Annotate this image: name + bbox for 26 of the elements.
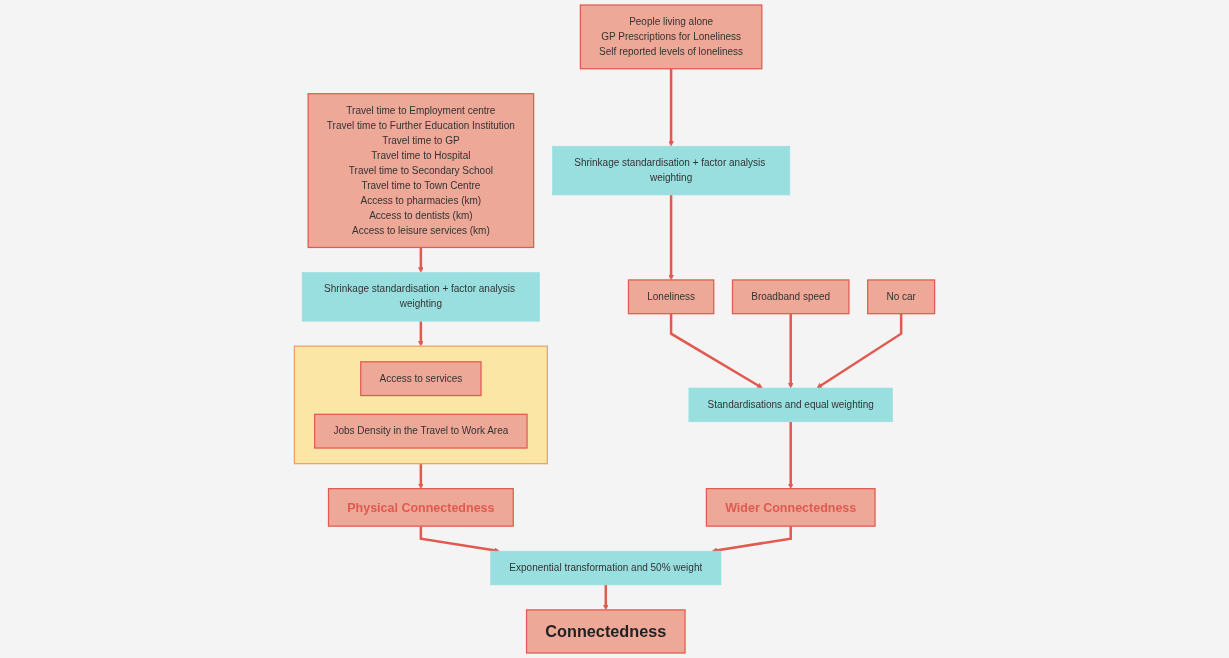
node-box: Standardisations and equal weighting xyxy=(688,387,893,423)
arrow xyxy=(668,68,674,147)
node-box: Wider Connectedness xyxy=(705,488,876,527)
arrow xyxy=(816,313,903,389)
arrow xyxy=(418,247,424,273)
arrow xyxy=(668,194,674,281)
node-box: People living alone GP Prescriptions for Loneliness Self reported levels of loneliness xyxy=(579,4,763,70)
node-box: Travel time to Employment centre Travel time to Further Education Institution Travel time to GP Travel time to Hospital Travel time to Secondary School Travel time to Town Centre Access to pharmacies (km) Access to dentists (km) Access to leisure services (km) xyxy=(307,93,535,249)
node-box: Access to services xyxy=(360,361,482,397)
node-box: Shrinkage standardisation + factor analysis weighting xyxy=(301,272,540,322)
cluster xyxy=(293,345,548,465)
arrow xyxy=(669,313,763,389)
arrow xyxy=(787,421,794,489)
node-box: Shrinkage standardisation + factor analysis weighting xyxy=(552,145,791,196)
node-box: Broadband speed xyxy=(731,279,850,315)
arrow xyxy=(418,321,424,347)
node-box: No car xyxy=(867,279,936,315)
node-box: Jobs Density in the Travel to Work Area xyxy=(314,413,528,449)
arrow xyxy=(603,584,609,611)
arrow xyxy=(419,526,500,554)
node-box: Exponential transformation and 50% weight xyxy=(490,550,722,586)
node-box: Physical Connectedness xyxy=(327,488,514,527)
node-box: Loneliness xyxy=(627,279,715,315)
node-box: Connectedness xyxy=(525,609,686,654)
arrow xyxy=(418,463,424,489)
arrow xyxy=(787,313,794,389)
